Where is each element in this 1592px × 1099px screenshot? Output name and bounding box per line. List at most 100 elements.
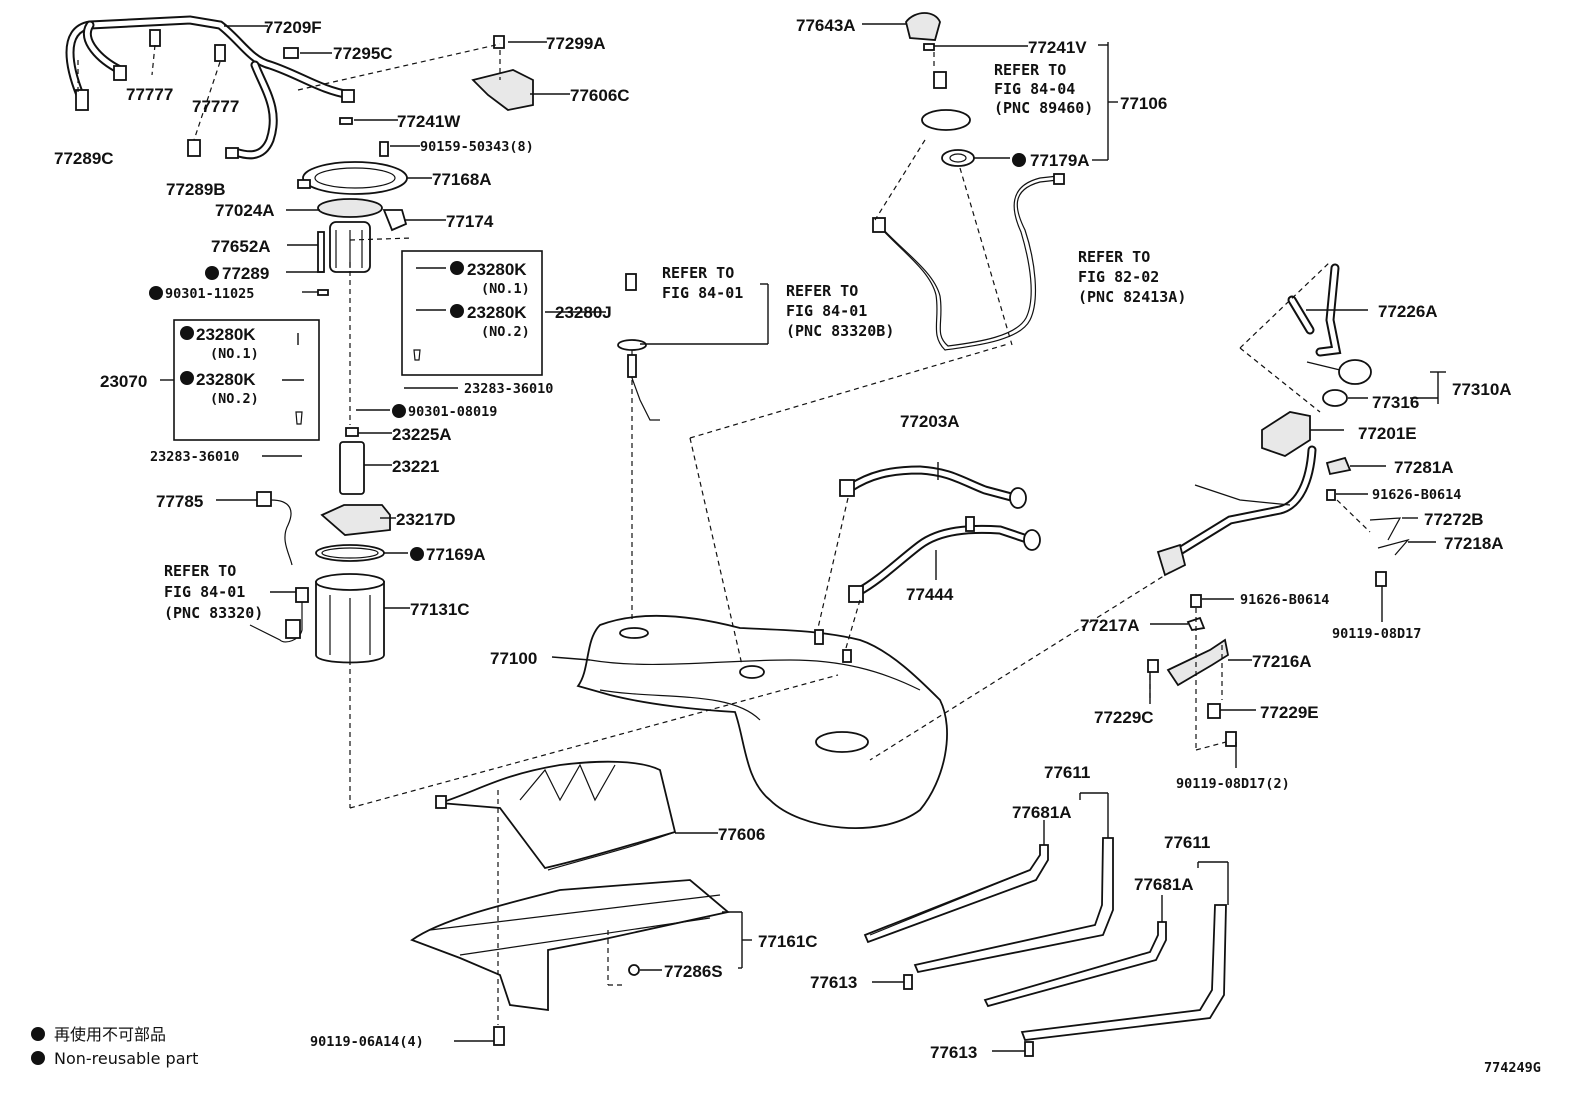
label-77613-b: 77613 [930, 1043, 977, 1062]
label-77785: 77785 [156, 492, 203, 511]
label-77229E: 77229E [1260, 703, 1319, 722]
protector-77161C [410, 879, 730, 1012]
refer-note-fig-84-04: REFER TO FIG 84-04 (PNC 89460) [994, 61, 1093, 117]
clip-77299A [493, 35, 505, 49]
kit-box-23280J [401, 250, 543, 376]
bracket-77606C [471, 69, 534, 111]
label-77289: 77289 [222, 264, 269, 283]
label-77179A: 77179A [1030, 151, 1090, 170]
svg-text:REFER TO: REFER TO [1078, 248, 1150, 266]
wire-harness-77209F [65, 15, 355, 160]
strap-77310A [1306, 361, 1341, 371]
label-77203A: 77203A [900, 412, 960, 431]
bolt-91626b [1190, 594, 1202, 608]
label-77289C: 77289C [54, 149, 114, 168]
label-77299A: 77299A [546, 34, 606, 53]
cap-77310A [1338, 359, 1372, 385]
label-no2: (NO.2) [210, 391, 259, 407]
label-91626-a: 91626-B0614 [1372, 487, 1461, 503]
label-77169A: 77169A [426, 545, 486, 564]
label-no1-kit: (NO.1) [481, 281, 530, 297]
label-77241W: 77241W [397, 112, 461, 131]
label-90159: 90159-50343(8) [420, 139, 534, 155]
label-90119-08D17-2: 90119-08D17(2) [1176, 776, 1290, 792]
label-77281A: 77281A [1394, 458, 1454, 477]
svg-text:REFER TO: REFER TO [994, 61, 1066, 79]
tube-77226A [1287, 263, 1342, 357]
bolt-90119-08D17-2 [1225, 731, 1237, 747]
label-77209F: 77209F [264, 18, 322, 37]
label-77611-upper: 77611 [1044, 763, 1090, 782]
label-77606: 77606 [718, 825, 765, 844]
heat-insulator-77606 [435, 760, 677, 871]
seal-77179A [941, 149, 975, 167]
bolt-91626a [1326, 489, 1336, 501]
label-90119-06A14: 90119-06A14(4) [310, 1034, 424, 1050]
label-23280K-no1: 23280K [196, 325, 256, 344]
label-77024A: 77024A [215, 201, 275, 220]
gasket-77316 [1322, 389, 1348, 407]
strap-77611-upper [863, 837, 1114, 974]
label-23225A: 23225A [392, 425, 452, 444]
label-23070: 23070 [100, 372, 147, 391]
label-77226A: 77226A [1378, 302, 1438, 321]
svg-text:REFER TO: REFER TO [786, 282, 858, 300]
clip-77218A [1377, 538, 1410, 556]
legend-en: Non-reusable part [54, 1049, 198, 1068]
clip-77241W [339, 117, 353, 125]
hose-77444 [848, 516, 1041, 603]
label-23280J: 23280J [555, 303, 612, 322]
filler-pipe [1156, 445, 1317, 577]
grommet-77229E [1207, 703, 1221, 719]
refer-note-fig-84-01-b: REFER TO FIG 84-01 (PNC 83320B) [786, 282, 894, 340]
label-77229C: 77229C [1094, 708, 1154, 727]
legend-dot-icon [31, 1051, 45, 1065]
label-23280K-no2: 23280K [196, 370, 256, 389]
refer-note-fig-82-02: REFER TO FIG 82-02 (PNC 82413A) [1078, 248, 1186, 306]
pump-23221 [339, 441, 365, 495]
label-77201E: 77201E [1358, 424, 1417, 443]
label-77681A-lower: 77681A [1134, 875, 1194, 894]
label-77286S: 77286S [664, 962, 723, 981]
clip-77286S [628, 964, 640, 976]
kit-box-23070 [173, 319, 320, 441]
label-77216A: 77216A [1252, 652, 1312, 671]
assembly-lines [77, 43, 1371, 1025]
part-labels: 77209F 77295C 77299A 77777 77777 77606C … [54, 16, 1541, 1076]
housing-77201E [1261, 411, 1311, 457]
label-77316: 77316 [1372, 393, 1419, 412]
hose-77203A [839, 465, 1027, 509]
sensor-77174 [382, 209, 408, 232]
gasket-77168A [302, 161, 408, 195]
label-77218A: 77218A [1444, 534, 1504, 553]
plate-77024A [317, 198, 383, 218]
svg-text:(PNC 83320B): (PNC 83320B) [786, 322, 894, 340]
label-77613-a: 77613 [810, 973, 857, 992]
label-90301-08019: 90301-08019 [408, 404, 497, 420]
lid-cable [872, 173, 1065, 351]
filter-23217D [320, 504, 391, 536]
bolt-77613a [903, 974, 913, 990]
bracket-77281A [1325, 456, 1352, 476]
label-90301-11025: 90301-11025 [165, 286, 254, 302]
part-23225A [345, 427, 359, 437]
label-77241V: 77241V [1028, 38, 1087, 57]
label-77611-lower: 77611 [1164, 833, 1210, 852]
label-77643A: 77643A [796, 16, 856, 35]
label-23280K-no1-kit: 23280K [467, 260, 527, 279]
label-77131C: 77131C [410, 600, 470, 619]
label-77100: 77100 [490, 649, 537, 668]
clip-77295C [283, 47, 299, 59]
leader-lines [160, 23, 1446, 1052]
label-77652A: 77652A [211, 237, 271, 256]
label-90119-08D17: 90119-08D17 [1332, 626, 1421, 642]
legend-cn: 再使用不可部品 [54, 1025, 166, 1044]
bolt-77613b [1024, 1041, 1034, 1057]
label-77272B: 77272B [1424, 510, 1484, 529]
svg-text:FIG 84-01: FIG 84-01 [662, 284, 743, 302]
label-77217A: 77217A [1080, 616, 1140, 635]
svg-text:(PNC 82413A): (PNC 82413A) [1078, 288, 1186, 306]
label-77168A: 77168A [432, 170, 492, 189]
bolt-90159 [379, 141, 389, 157]
